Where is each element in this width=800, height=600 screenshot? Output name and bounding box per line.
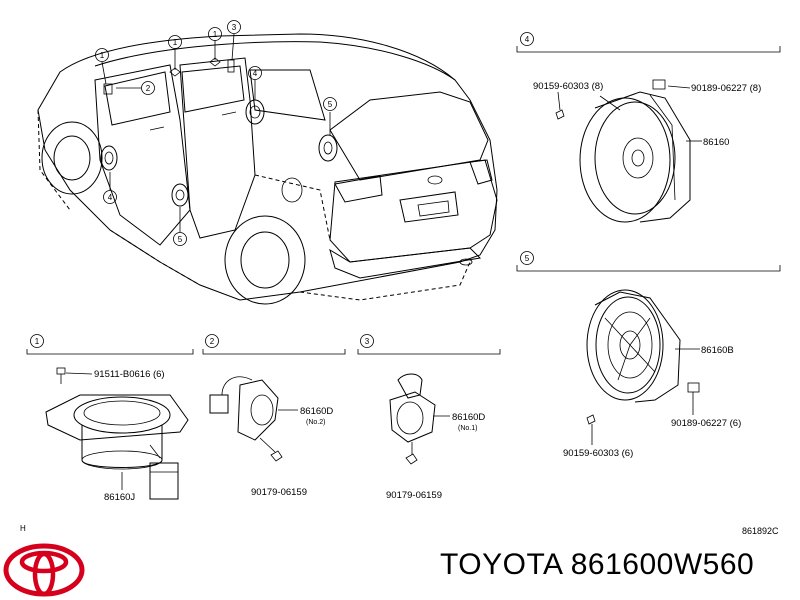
- part-90159-60303-6: 90159-60303 (6): [563, 448, 633, 459]
- part-86160D-no1: 86160D: [452, 412, 485, 423]
- callout-1-bubble: [95, 48, 109, 62]
- part-86160D-no2-note: (No.2): [306, 419, 325, 426]
- callout-4-a: 4: [253, 69, 258, 78]
- section-4: 4 90159-60303 (8) 90189-06227 (8) 86160: [516, 32, 781, 223]
- svg-text:2: 2: [210, 337, 215, 346]
- diagram-code: 861892C: [742, 526, 779, 536]
- svg-text:5: 5: [525, 254, 530, 263]
- svg-text:1: 1: [35, 337, 40, 346]
- part-90189-06227: 90189-06227 (8): [691, 83, 761, 94]
- callout-4-b: 4: [108, 193, 113, 202]
- vehicle-drawing: [37, 33, 498, 305]
- part-86160: 86160: [703, 137, 729, 148]
- toyota-logo-icon: [3, 543, 85, 597]
- callout-5-b: 5: [178, 235, 183, 244]
- car-speaker-locations: [100, 57, 338, 207]
- part-86160D-no2: 86160D: [300, 406, 333, 417]
- callout-3: 3: [232, 23, 237, 32]
- part-90189-06227-6: 90189-06227 (6): [671, 418, 741, 429]
- part-90179-06159-b: 90179-06159: [386, 490, 442, 501]
- svg-text:4: 4: [525, 35, 530, 44]
- part-86160B: 86160B: [701, 345, 734, 356]
- callout-1-b: 1: [173, 38, 178, 47]
- corner-mark: H: [20, 524, 26, 533]
- part-91511-B0616: 91511-B0616 (6): [94, 369, 165, 380]
- callout-5-a: 5: [328, 100, 333, 109]
- part-86160J: 86160J: [104, 492, 135, 503]
- callout-2: 2: [146, 84, 151, 93]
- callout-1-a: 1: [100, 51, 105, 60]
- svg-text:3: 3: [365, 337, 370, 346]
- part-86160D-no1-note: (No.1): [458, 425, 477, 432]
- callouts: 1 1 1 3 2 4 4 5 5: [95, 20, 337, 246]
- part-90159-60303: 90159-60303 (8): [533, 81, 603, 92]
- section-5: 5 86160B 90189-06227 (6) 90159-60303 (6): [516, 251, 781, 459]
- section-1: 1 91511-B0616 (6) 86160J: [26, 334, 194, 503]
- section-3: 3 86160D (No.1) 90179-06159: [357, 334, 501, 501]
- part-90179-06159-a: 90179-06159: [251, 487, 307, 498]
- section-2: 2 86160D (No.2) 90179-06159: [202, 334, 346, 498]
- product-title: TOYOTA 861600W560: [440, 548, 755, 581]
- callout-1-c: 1: [213, 30, 218, 39]
